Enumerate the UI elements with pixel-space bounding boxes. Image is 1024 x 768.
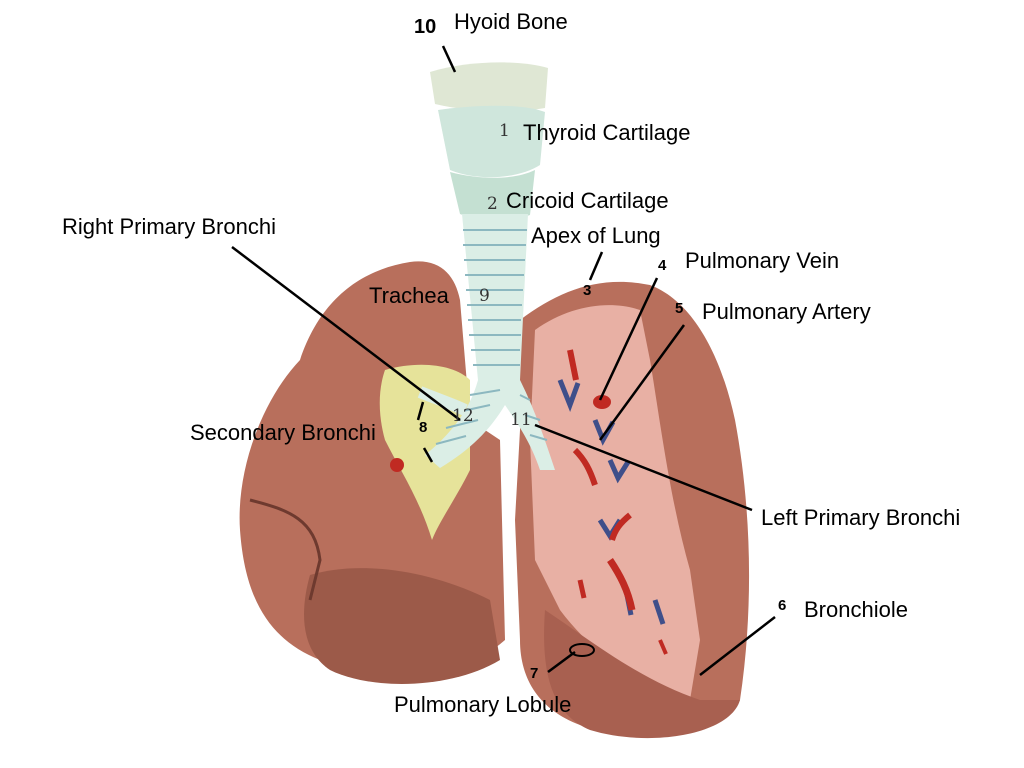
leader-pulmonary-artery bbox=[598, 324, 686, 441]
vessel-stub bbox=[390, 458, 404, 472]
left-lung-lower-face bbox=[544, 610, 740, 739]
model-number-2: 2 bbox=[487, 194, 498, 214]
model-number-9: 9 bbox=[479, 286, 490, 306]
marker-10: 10 bbox=[414, 16, 437, 38]
trachea-shape bbox=[425, 214, 555, 470]
marker-4: 4 bbox=[658, 257, 667, 274]
lobule-marker bbox=[569, 643, 595, 657]
leader-lines bbox=[231, 45, 776, 676]
label-bronchiole: Bronchiole bbox=[804, 597, 908, 622]
label-hyoid-bone: Hyoid Bone bbox=[454, 9, 568, 34]
cricoid-cartilage-shape bbox=[450, 170, 535, 221]
pulmonary-vessels bbox=[557, 349, 668, 655]
label-left-primary-bronchi: Left Primary Bronchi bbox=[761, 505, 961, 530]
label-right-primary-bronchi: Right Primary Bronchi bbox=[62, 214, 276, 239]
right-lung-lower-lobe bbox=[304, 568, 500, 684]
marker-8: 8 bbox=[419, 419, 428, 436]
leader-right-primary-bronchi bbox=[231, 246, 461, 421]
right-lung bbox=[239, 261, 506, 678]
marker-3: 3 bbox=[583, 282, 592, 299]
label-apex-of-lung: Apex of Lung bbox=[531, 223, 661, 248]
label-trachea: Trachea bbox=[369, 283, 449, 308]
leader-pulmonary-vein bbox=[598, 277, 659, 401]
label-thyroid-cartilage: Thyroid Cartilage bbox=[523, 120, 691, 145]
marker-7: 7 bbox=[530, 665, 539, 682]
model-number-1: 1 bbox=[499, 121, 510, 141]
leader-bronchiole bbox=[699, 616, 776, 676]
marker-5: 5 bbox=[675, 300, 684, 317]
label-pulmonary-vein: Pulmonary Vein bbox=[685, 248, 840, 273]
thyroid-cartilage-shape bbox=[438, 105, 545, 178]
label-cricoid-cartilage: Cricoid Cartilage bbox=[506, 188, 669, 213]
model-number-12: 12 bbox=[452, 406, 474, 426]
hyoid-bone-shape bbox=[430, 62, 548, 112]
label-secondary-bronchi: Secondary Bronchi bbox=[190, 420, 376, 445]
model-number-11: 11 bbox=[510, 410, 532, 430]
leader-apex bbox=[588, 251, 604, 281]
label-pulmonary-artery: Pulmonary Artery bbox=[702, 299, 871, 324]
right-lung-fissure bbox=[249, 498, 322, 601]
leader-hyoid bbox=[441, 45, 457, 73]
leader-pulmonary-lobule bbox=[547, 650, 576, 674]
leader-secondary-bronchi-2 bbox=[422, 447, 434, 463]
leader-secondary-bronchi bbox=[416, 401, 425, 421]
leader-left-primary-bronchi bbox=[534, 423, 753, 512]
marker-6: 6 bbox=[778, 597, 787, 614]
label-pulmonary-lobule: Pulmonary Lobule bbox=[394, 692, 572, 717]
